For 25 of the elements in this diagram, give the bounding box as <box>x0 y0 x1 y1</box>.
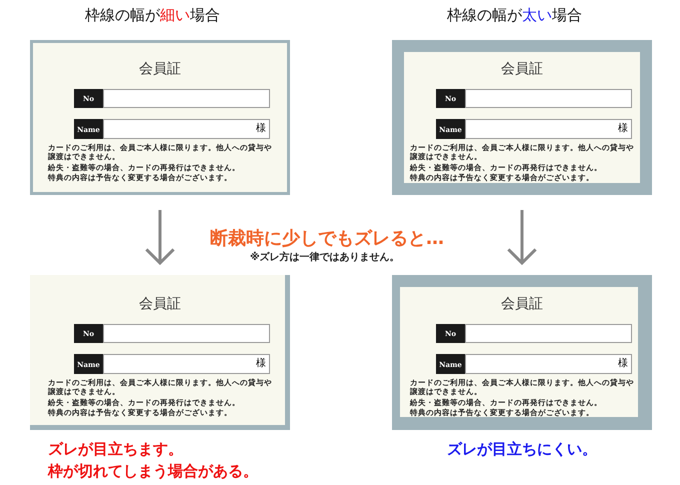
caption-text: ズレが目立ちます。 <box>48 440 183 459</box>
input-field: 様 <box>103 354 270 374</box>
card-title: 会員証 <box>500 60 544 78</box>
caption-text: ズレが目立ちにくい。 <box>446 440 598 459</box>
card-frame <box>30 40 290 195</box>
heading-text: 場合 <box>190 6 220 24</box>
note-text: ※ズレ方は一律ではありません。 <box>250 250 400 264</box>
card-frame <box>392 40 652 195</box>
arrow <box>144 210 176 265</box>
heading-text: 枠線の幅が <box>85 6 160 24</box>
input-field: 様 <box>103 119 270 139</box>
arrow <box>506 210 538 265</box>
card-frame <box>392 275 652 430</box>
input-field: 様 <box>465 354 632 374</box>
card-title: 会員証 <box>500 295 544 313</box>
card-frame <box>30 275 290 430</box>
input-field: 様 <box>465 119 632 139</box>
heading-text: 太い <box>522 6 552 24</box>
warning-text: 断裁時に少しでもズレると… <box>210 227 444 250</box>
card-title: 会員証 <box>138 60 182 78</box>
heading-text: 場合 <box>552 6 582 24</box>
card-title: 会員証 <box>138 295 182 313</box>
caption-text: 枠が切れてしまう場合がある。 <box>48 462 258 481</box>
heading-text: 枠線の幅が <box>447 6 522 24</box>
heading-text: 細い <box>160 6 190 24</box>
